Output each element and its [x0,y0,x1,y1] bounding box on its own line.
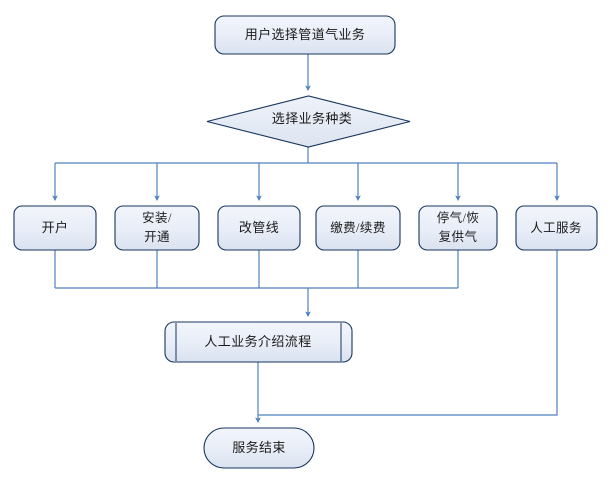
node-opt3[interactable]: 改管线 [217,205,301,251]
opt2-label-line2: 开通 [144,230,170,244]
opt6-label: 人工服务 [530,220,582,235]
start-label: 用户选择管道气业务 [245,27,366,42]
opt1-label: 开户 [42,220,69,235]
opt4-label: 缴费/续费 [330,220,385,235]
connector-layer [52,54,560,424]
opt3-label: 改管线 [239,220,279,235]
start-shape[interactable] [214,15,396,55]
process-shape[interactable] [164,321,353,363]
opt4-shape[interactable] [315,205,401,251]
decision-shape[interactable] [206,95,411,148]
node-opt4[interactable]: 缴费/续费 [315,205,401,251]
node-process[interactable]: 人工业务介绍流程 [164,321,353,363]
opt1-shape[interactable] [13,205,97,251]
node-start[interactable]: 用户选择管道气业务 [214,15,396,55]
end-shape[interactable] [203,427,315,469]
node-opt2[interactable]: 安装/ 开通 [114,205,200,251]
node-opt5[interactable]: 停气/恢 复供气 [418,205,498,251]
process-label: 人工业务介绍流程 [204,334,311,349]
opt5-label-line1: 停气/恢 [437,210,480,225]
node-opt1[interactable]: 开户 [13,205,97,251]
opt3-shape[interactable] [217,205,301,251]
end-label: 服务结束 [232,440,286,455]
opt2-label-line1: 安装/ [142,210,172,225]
node-opt6[interactable]: 人工服务 [515,205,598,251]
decision-label: 选择业务种类 [272,111,352,126]
opt5-shape[interactable] [418,205,498,251]
opt2-shape[interactable] [114,205,200,251]
node-decision[interactable]: 选择业务种类 [206,95,411,148]
opt5-label-line2: 复供气 [439,229,478,244]
opt6-shape[interactable] [515,205,598,251]
node-end[interactable]: 服务结束 [203,427,315,469]
edge-opt6-to-end [258,250,558,416]
